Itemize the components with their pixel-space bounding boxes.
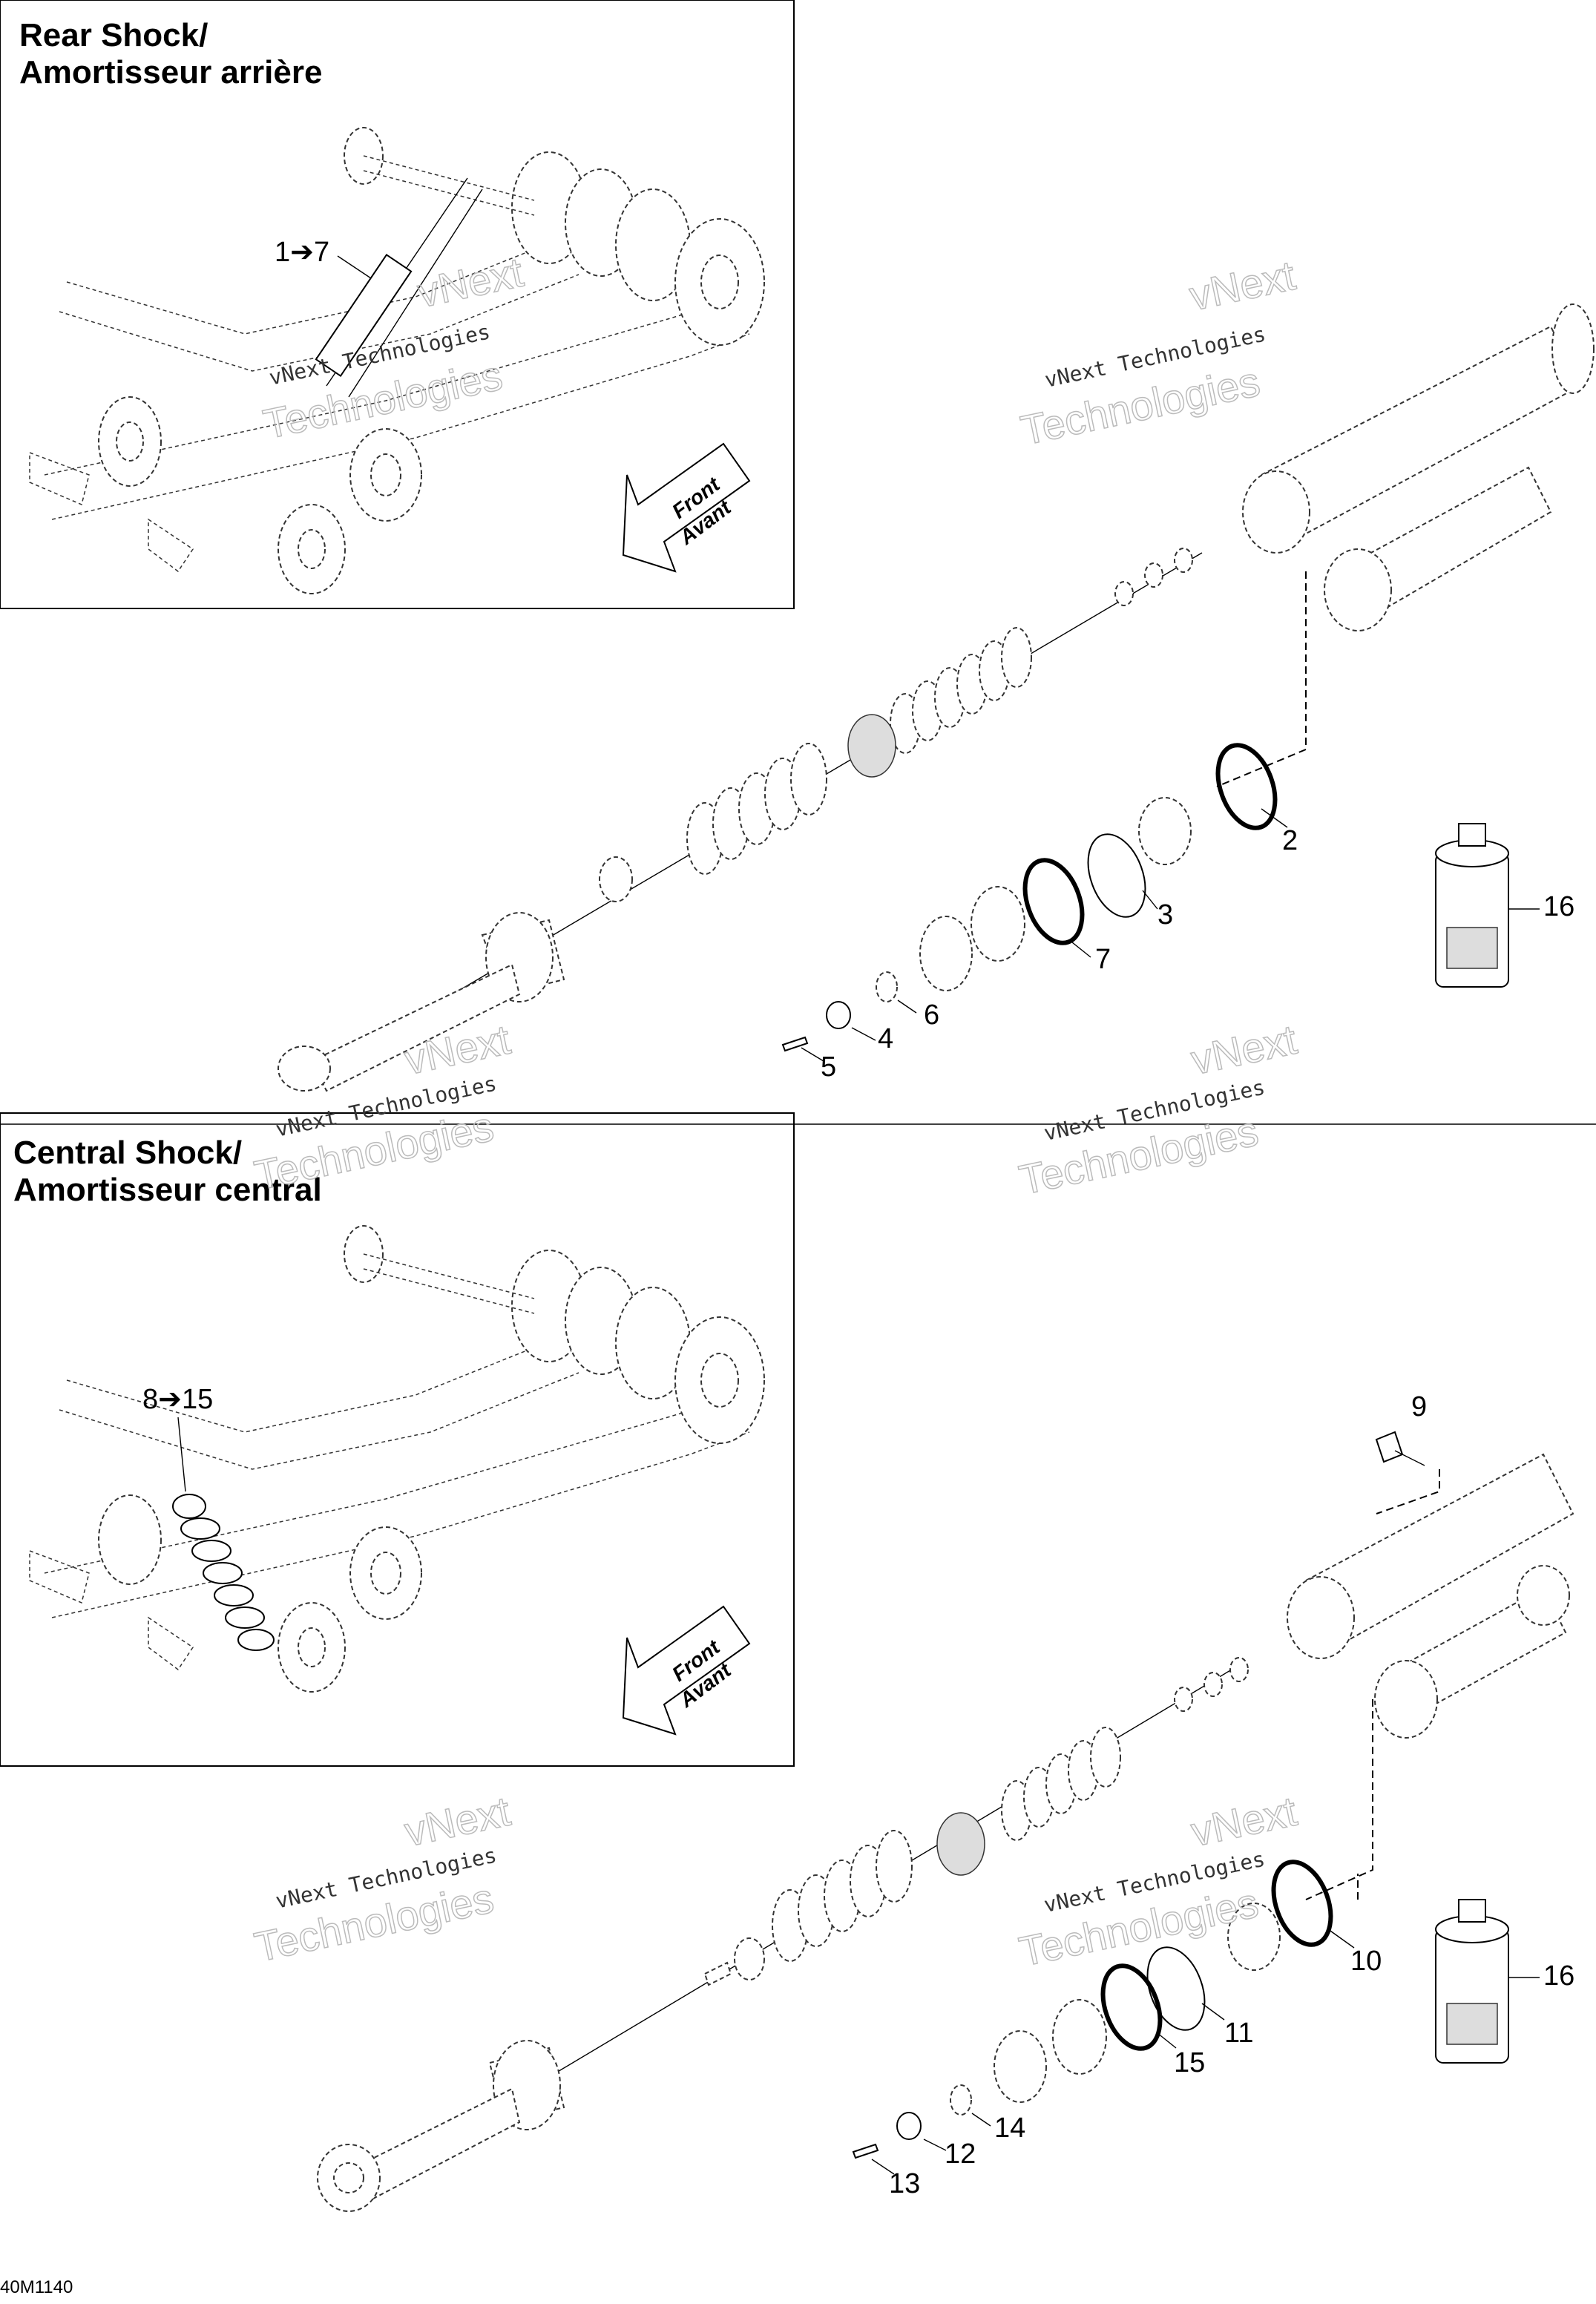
rear-callout-5: 5 — [821, 1051, 836, 1083]
rear-callout-2: 2 — [1282, 825, 1298, 856]
central-callout-13: 13 — [889, 2168, 920, 2199]
central-suspension-illustration — [29, 1225, 765, 1693]
central-shock-exploded — [317, 1431, 1574, 2212]
central-callout-10: 10 — [1350, 1946, 1382, 1977]
rear-title-line2: Amortisseur arrière — [19, 54, 322, 91]
rear-range-label: 1➔7 — [275, 237, 329, 268]
rear-title-line1: Rear Shock/ — [19, 17, 208, 53]
rear-callout-6: 6 — [924, 1000, 939, 1031]
central-callout-11: 11 — [1224, 2018, 1253, 2049]
central-title-line2: Amortisseur central — [13, 1172, 322, 1208]
rear-oil-bottle — [1435, 823, 1540, 988]
central-callout-14: 14 — [994, 2113, 1025, 2144]
central-shock-highlight — [172, 1494, 275, 1651]
rear-callout-7: 7 — [1095, 944, 1111, 975]
central-callout-12: 12 — [945, 2139, 976, 2170]
rear-callout-3: 3 — [1157, 899, 1173, 931]
central-callout-9: 9 — [1411, 1391, 1427, 1422]
central-range-label: 8➔15 — [142, 1384, 213, 1415]
watermark-outline-top-1: vNext — [413, 249, 528, 316]
central-callout-16: 16 — [1543, 1960, 1574, 1992]
rear-shock-section: Rear Shock/ Amortisseur arrière — [0, 0, 1595, 1092]
watermark-outline-top-5: vNext — [401, 1788, 515, 1855]
rear-shock-exploded — [278, 303, 1595, 1092]
figure-code: 40M1140 — [0, 2277, 73, 2297]
watermark-outline-top-4: vNext — [1187, 1016, 1301, 1083]
watermark-outline-top-6: vNext — [1187, 1788, 1301, 1855]
central-title-line1: Central Shock/ — [13, 1135, 242, 1171]
central-shock-section: Central Shock/ Amortisseur central — [0, 1112, 1574, 2212]
central-oil-bottle — [1435, 1899, 1540, 2064]
rear-callout-16: 16 — [1543, 891, 1574, 922]
central-callout-15: 15 — [1174, 2047, 1205, 2078]
watermark-outline-top-2: vNext — [1186, 252, 1300, 319]
rear-front-arrow: Front Avant — [622, 442, 751, 573]
central-inset-frame — [0, 1112, 795, 1767]
rear-callout-4: 4 — [878, 1023, 893, 1054]
central-front-arrow: Front Avant — [622, 1605, 751, 1736]
rear-inset-frame — [0, 0, 795, 609]
rear-suspension-illustration — [29, 127, 765, 594]
